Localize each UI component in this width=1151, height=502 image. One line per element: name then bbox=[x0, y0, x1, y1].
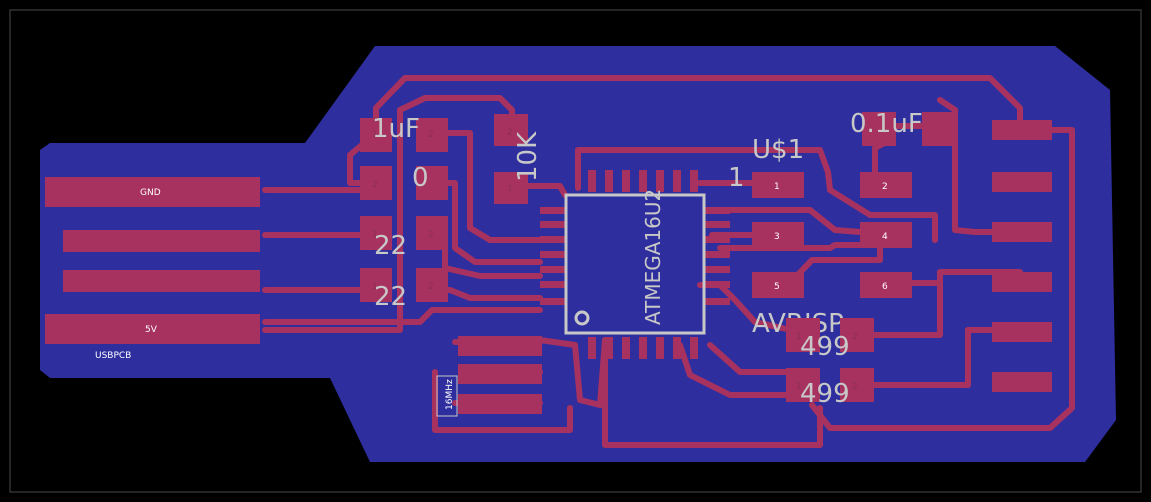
header-pin1-mark: 1 bbox=[728, 163, 745, 193]
svg-text:2: 2 bbox=[507, 128, 513, 138]
svg-text:1: 1 bbox=[796, 382, 802, 392]
svg-text:6: 6 bbox=[882, 282, 888, 292]
svg-text:2: 2 bbox=[882, 182, 888, 192]
usb-fingers bbox=[45, 177, 260, 344]
crystal-label: 16MHz bbox=[445, 379, 455, 410]
svg-text:1: 1 bbox=[796, 332, 802, 342]
board-outline bbox=[9, 9, 1142, 493]
isp-header-pads bbox=[752, 172, 912, 298]
svg-text:2: 2 bbox=[428, 282, 434, 292]
resistor-0-label: 0 bbox=[412, 163, 429, 193]
svg-text:1: 1 bbox=[507, 184, 513, 194]
svg-text:2: 2 bbox=[428, 130, 434, 140]
usb-board-label: USBPCB bbox=[95, 351, 131, 361]
usb-pin-5v bbox=[45, 314, 260, 344]
resistor-22b-label: 22 bbox=[374, 282, 407, 312]
svg-text:1: 1 bbox=[372, 282, 378, 292]
copper-pour bbox=[40, 46, 1116, 462]
crystal-pads bbox=[458, 336, 542, 414]
edge-connector-pads bbox=[992, 120, 1052, 392]
usb-pin-dplus bbox=[63, 270, 260, 292]
svg-text:1: 1 bbox=[372, 130, 378, 140]
chip-body bbox=[564, 193, 706, 335]
chip-pins bbox=[540, 170, 730, 359]
svg-text:2: 2 bbox=[428, 230, 434, 240]
svg-text:1: 1 bbox=[372, 230, 378, 240]
left-pads bbox=[360, 114, 528, 302]
usb-pin-gnd bbox=[45, 177, 260, 207]
svg-text:5: 5 bbox=[774, 282, 780, 292]
header-name-label: U$1 bbox=[752, 135, 804, 165]
cap-01uf-pads bbox=[862, 112, 956, 146]
vcc-label: 5V bbox=[145, 325, 158, 335]
cap-1uf-label: 1uF bbox=[372, 114, 420, 144]
resistor-10k-label: 10K bbox=[513, 131, 543, 182]
svg-text:1: 1 bbox=[774, 182, 780, 192]
svg-text:2: 2 bbox=[852, 382, 858, 392]
chip-label: ATMEGA16U2 bbox=[641, 189, 665, 325]
resistor-22a-label: 22 bbox=[374, 231, 407, 261]
chip-pin1-marker bbox=[574, 310, 590, 326]
resistor-499-pads bbox=[786, 318, 874, 402]
svg-text:3: 3 bbox=[774, 232, 780, 242]
resistor-499a-label: 499 bbox=[800, 332, 850, 362]
svg-text:2: 2 bbox=[852, 332, 858, 342]
usb-pin-dminus bbox=[63, 230, 260, 252]
svg-text:2: 2 bbox=[372, 180, 378, 190]
svg-text:4: 4 bbox=[882, 232, 888, 242]
gnd-label: GND bbox=[140, 188, 161, 198]
crystal-outline bbox=[436, 375, 458, 417]
cap-01uf-label: 0.1uF bbox=[850, 109, 923, 139]
resistor-499b-label: 499 bbox=[800, 379, 850, 409]
